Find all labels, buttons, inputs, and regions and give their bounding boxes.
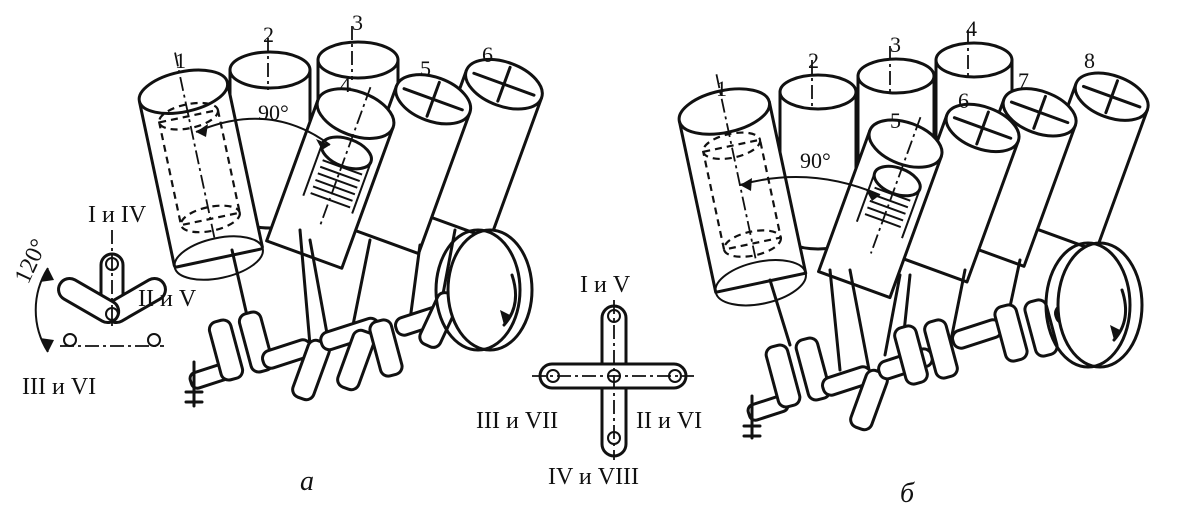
bank-angle-label-a: 90° (258, 100, 289, 125)
bank-angle-label-b: 90° (800, 148, 831, 173)
figure-a: 1 2 3 4 5 6 90° 120° I и IV II и V III и (10, 10, 544, 497)
label-cyl-4-a: 4 (340, 72, 351, 97)
crank-diagram-b: I и V III и VII II и VI IV и VIII (476, 272, 702, 490)
label-cyl-7-b: 7 (1018, 68, 1029, 93)
crank-right-label-a: II и V (138, 286, 197, 312)
bank-angle-arc-b (739, 176, 881, 201)
crank-top-label-a: I и IV (88, 202, 147, 228)
cylinder-labels-b: 1 2 3 4 5 6 7 8 90° (716, 16, 1095, 173)
caption-a: а (300, 466, 314, 497)
label-cyl-6-b: 6 (958, 88, 969, 113)
flywheel-b (1044, 241, 1144, 369)
label-cyl-4-b: 4 (966, 16, 977, 41)
cylinder-1-b (677, 74, 808, 307)
bank-angle-arc-a (195, 117, 331, 150)
cylinder-6-a (413, 57, 544, 241)
crank-top-label-b: I и V (580, 272, 631, 298)
cylinder-6-b (894, 102, 1021, 284)
label-cyl-2-b: 2 (808, 48, 819, 73)
cylinder-1-a (137, 52, 264, 281)
flywheel-a (434, 228, 534, 352)
label-cyl-2-a: 2 (263, 22, 274, 47)
crankshaft-b (742, 286, 1106, 440)
label-cyl-6-a: 6 (482, 42, 493, 67)
connecting-rods-b (768, 258, 1022, 377)
label-cyl-3-a: 3 (352, 10, 363, 35)
label-cyl-1-a: 1 (175, 48, 186, 73)
crank-left-label-b: III и VII (476, 408, 558, 434)
cylinder-5-a (343, 73, 473, 256)
label-cyl-8-b: 8 (1084, 48, 1095, 73)
figure-b: 1 2 3 4 5 6 7 8 90° б (677, 16, 1150, 509)
crank-right-label-b: II и VI (636, 408, 702, 434)
label-cyl-5-b: 5 (890, 108, 901, 133)
label-cyl-1-b: 1 (716, 76, 727, 101)
cylinder-labels-a: 1 2 3 4 5 6 90° (175, 10, 493, 125)
crank-bottom-label-b: IV и VIII (548, 464, 639, 490)
label-cyl-3-b: 3 (890, 32, 901, 57)
label-cyl-5-a: 5 (420, 56, 431, 81)
crank-bottom-left-label-a: III и VI (22, 374, 96, 400)
crank-diagram-a: 120° I и IV II и V III и VI (10, 202, 197, 400)
cylinder-4-a (265, 86, 396, 270)
caption-b: б (900, 478, 915, 509)
